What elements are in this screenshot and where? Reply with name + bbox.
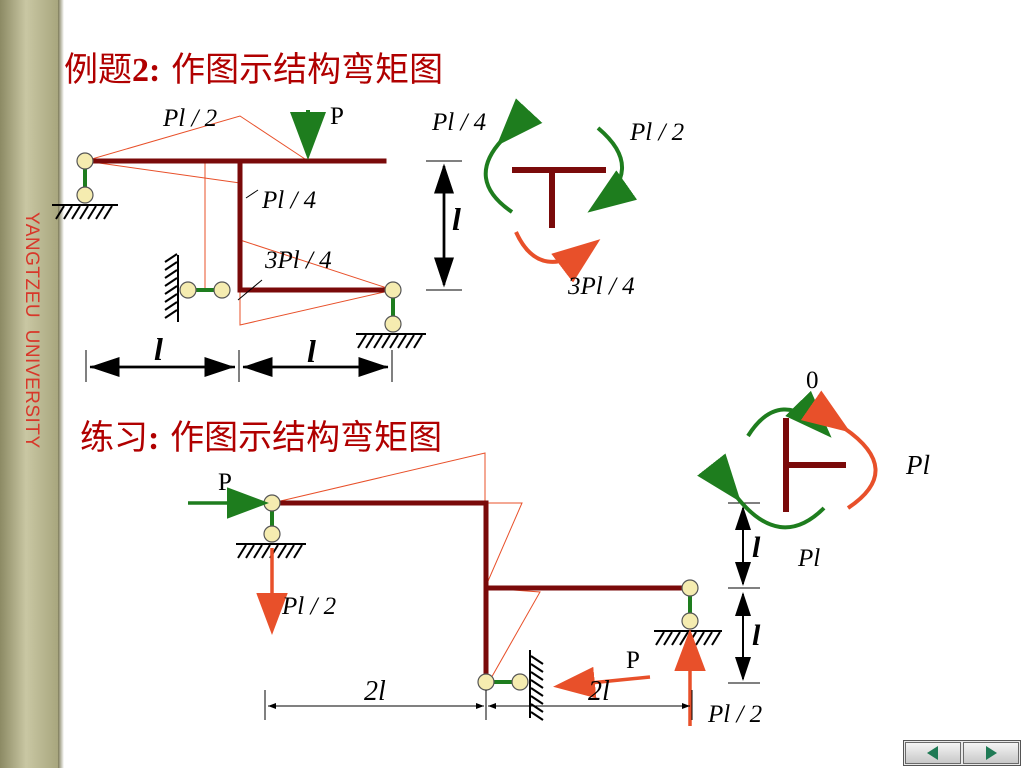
label-pr-2l-right: 2l: [588, 676, 610, 707]
example-title-prefix: 例题: [64, 50, 132, 90]
practice-frame: [269, 500, 693, 683]
label-ex-l-vertical: l: [452, 201, 461, 237]
practice-wall-reaction-arrow: [553, 666, 651, 699]
practice-title-prefix: 练习: [80, 418, 148, 458]
label-node-pl4: Pl / 4: [431, 109, 486, 136]
university-name: YANGTZEU UNIVERSITY: [21, 212, 42, 449]
next-slide-button[interactable]: [963, 742, 1019, 764]
example-node-free-body: [483, 98, 638, 283]
example-wall-support: [164, 253, 231, 322]
example-title-text: 作图示结构弯矩图: [160, 50, 444, 90]
sidebar-band: [0, 0, 58, 768]
label-ex-l-left: l: [154, 331, 163, 367]
practice-moment-diagram: [271, 452, 692, 681]
practice-wall-support: [477, 650, 544, 721]
leader-pl4: [245, 189, 259, 199]
label-ex-pl2: Pl / 2: [162, 105, 217, 132]
example-title: 例题2: 作图示结构弯矩图: [64, 42, 443, 91]
label-pr-l-lower: l: [752, 619, 761, 652]
triangle-right-icon: [986, 746, 997, 760]
label-pr-p-bottom: P: [626, 647, 640, 674]
example-title-num: 2:: [132, 52, 161, 89]
label-node-pl2: Pl / 2: [629, 119, 684, 146]
label-pr-2l-left: 2l: [364, 676, 386, 707]
label-pr-l-upper: l: [752, 531, 761, 564]
previous-slide-button[interactable]: [905, 742, 961, 764]
label-pr-p-top: P: [218, 469, 232, 496]
label-pr-pl2-left: Pl / 2: [281, 593, 336, 620]
practice-node-free-body: [697, 390, 878, 530]
example-right-support: [356, 281, 426, 349]
label-ex-l-right: l: [307, 333, 316, 369]
practice-dimensions: [264, 502, 760, 720]
triangle-left-icon: [927, 746, 938, 760]
label-pr-node-pl-bottom: Pl: [797, 545, 820, 572]
practice-title-colon: :: [148, 420, 160, 457]
label-pr-node-pl-right: Pl: [905, 450, 930, 480]
label-pr-pl2-right: Pl / 2: [707, 701, 762, 728]
label-ex-pl4: Pl / 4: [261, 187, 316, 214]
label-pr-node-0: 0: [806, 367, 819, 394]
label-node-3pl4: 3Pl / 4: [567, 273, 635, 300]
leader-3pl4: [237, 279, 263, 301]
example-left-support: [52, 152, 118, 220]
label-ex-3pl4: 3Pl / 4: [264, 247, 332, 274]
practice-title-text: 作图示结构弯矩图: [159, 418, 443, 458]
label-ex-p: P: [330, 103, 344, 130]
sidebar-shadow: [58, 0, 64, 768]
practice-title: 练习: 作图示结构弯矩图: [80, 410, 442, 459]
slide-navigation: [903, 740, 1021, 766]
example-dimensions: [85, 160, 462, 382]
example-frame: [82, 158, 396, 293]
